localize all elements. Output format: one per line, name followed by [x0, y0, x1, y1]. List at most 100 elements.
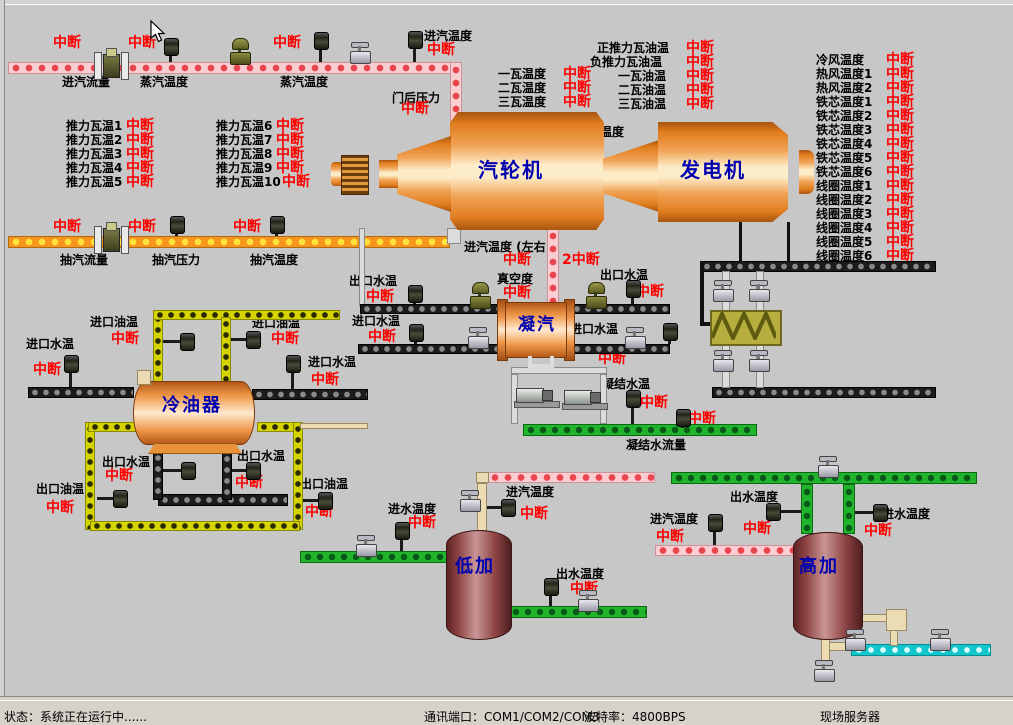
alarm-label: 中断 — [126, 146, 154, 162]
transmitter-head-icon — [395, 522, 410, 540]
sensor-stem — [291, 371, 294, 389]
generator-cone[interactable] — [603, 140, 659, 212]
point-label: 线圈温度5 — [816, 235, 873, 249]
point-label: 进口水温 — [352, 314, 401, 328]
point-label: 推力瓦温2 — [66, 133, 123, 147]
oil-pipe — [153, 312, 163, 386]
hp-steam-pipe — [655, 545, 795, 556]
alarm-label: 中断 — [686, 96, 714, 112]
alarm-label: 中断 — [53, 35, 81, 51]
point-label: 线圈温度2 — [816, 193, 873, 207]
turbine-inlet-cone[interactable] — [397, 136, 451, 212]
alarm-label: 中断 — [271, 331, 299, 347]
flowmeter-cap — [106, 222, 117, 231]
alarm-label: 中断 — [686, 40, 714, 56]
alarm-label: 中断 — [886, 80, 914, 96]
alarm-label: 中断 — [33, 362, 61, 378]
hp-heater-body[interactable] — [793, 532, 863, 640]
point-label: 进口油温 — [90, 315, 139, 329]
transmitter-head-icon — [663, 323, 678, 341]
alarm-label: 中断 — [563, 80, 591, 96]
valve-stem — [364, 539, 367, 544]
server-text: 现场服务器 — [820, 710, 881, 724]
point-label: 推力瓦温7 — [216, 133, 273, 147]
flowmeter-flange — [121, 226, 129, 254]
lp-heater-body[interactable] — [446, 530, 512, 640]
sensor-stem — [631, 406, 634, 424]
turbine-body[interactable] — [450, 112, 604, 230]
valve-stem — [633, 331, 636, 336]
point-label: 出口水温 — [102, 455, 151, 469]
transmitter-head-icon — [181, 462, 196, 480]
alarm-label: 中断 — [427, 42, 455, 58]
point-label: 真空度 — [497, 272, 534, 286]
sensor-stem — [855, 511, 873, 514]
point-label: 一瓦温度 — [498, 67, 547, 81]
hp-feedwater-down — [801, 484, 813, 534]
alarm-label: 中断 — [46, 500, 74, 516]
point-label: 推力瓦温1 — [66, 119, 123, 133]
point-label: 出口油温 — [300, 477, 349, 491]
sensor-stem — [163, 340, 180, 343]
oil-cooler-base — [148, 443, 242, 454]
condenser-body[interactable] — [505, 302, 567, 358]
oil-pipe — [85, 422, 95, 530]
oil-pipe — [153, 310, 340, 320]
valve-body — [749, 359, 770, 372]
oil-pipe — [221, 317, 231, 383]
alarm-label: 中断 — [886, 178, 914, 194]
alarm-label: 中断 — [886, 136, 914, 152]
transmitter-head-icon — [409, 324, 424, 342]
alarm-label: 中断 — [233, 219, 261, 235]
sensor-stem — [163, 469, 181, 472]
transmitter-head-icon — [318, 492, 333, 510]
valve-stem — [358, 46, 361, 51]
alarm-label: 中断 — [886, 94, 914, 110]
valve-body — [713, 359, 734, 372]
hp-heater-label: 高加 — [799, 556, 839, 577]
valve-body — [625, 336, 646, 349]
transmitter-head-icon — [270, 216, 285, 234]
zigzag-coil-icon — [712, 312, 776, 340]
transmitter-head-icon — [64, 355, 79, 373]
alarm-label: 中断 — [276, 132, 304, 148]
alarm-label: 中断 — [864, 523, 892, 539]
alarm-label: 中断 — [126, 160, 154, 176]
turbine-label: 汽轮机 — [478, 158, 544, 182]
point-label: 三瓦油温 — [618, 97, 667, 111]
alarm-label: 中断 — [688, 411, 716, 427]
point-label: 铁芯温度2 — [816, 109, 873, 123]
sensor-stem — [549, 594, 552, 606]
generator-body[interactable] — [658, 122, 788, 222]
point-label: 冷风温度 — [816, 53, 865, 67]
condensate-pipe — [523, 424, 757, 436]
status-bar: 状态：系统正在运行中...... 通讯端口：COM1/COM2/COM3 波特率… — [0, 700, 1013, 725]
generator-leg — [739, 222, 742, 262]
hp-drain-pipe — [851, 644, 991, 656]
valve-stem — [721, 354, 724, 359]
alarm-label: 中断 — [886, 206, 914, 222]
mouse-cursor — [150, 19, 167, 48]
point-label: 出口水温 — [349, 274, 398, 288]
extraction-steam-pipe — [8, 236, 450, 248]
air-cooler-exchanger[interactable] — [710, 310, 782, 346]
hp-outlet-down — [890, 630, 898, 646]
alarm-label: 中断 — [105, 468, 133, 484]
valve-stem — [853, 633, 856, 638]
point-label: 蒸汽温度 — [280, 75, 329, 89]
alarm-label: 中断 — [520, 506, 548, 522]
alarm-label: 中断 — [686, 54, 714, 70]
lp-steam-elbow — [476, 472, 489, 483]
point-label: 出口油温 — [36, 482, 85, 496]
alarm-label: 中断 — [503, 285, 531, 301]
point-label: 进汽温度 (左右 — [464, 240, 546, 254]
transmitter-head-icon — [180, 333, 195, 351]
transmitter-head-icon — [246, 462, 261, 480]
transmitter-head-icon — [873, 504, 888, 522]
extraction-elbow — [447, 228, 461, 244]
alarm-label: 中断 — [126, 132, 154, 148]
point-label: 进口油温 — [252, 316, 301, 330]
sensor-stem — [303, 499, 318, 502]
oil-pipe — [293, 422, 303, 530]
